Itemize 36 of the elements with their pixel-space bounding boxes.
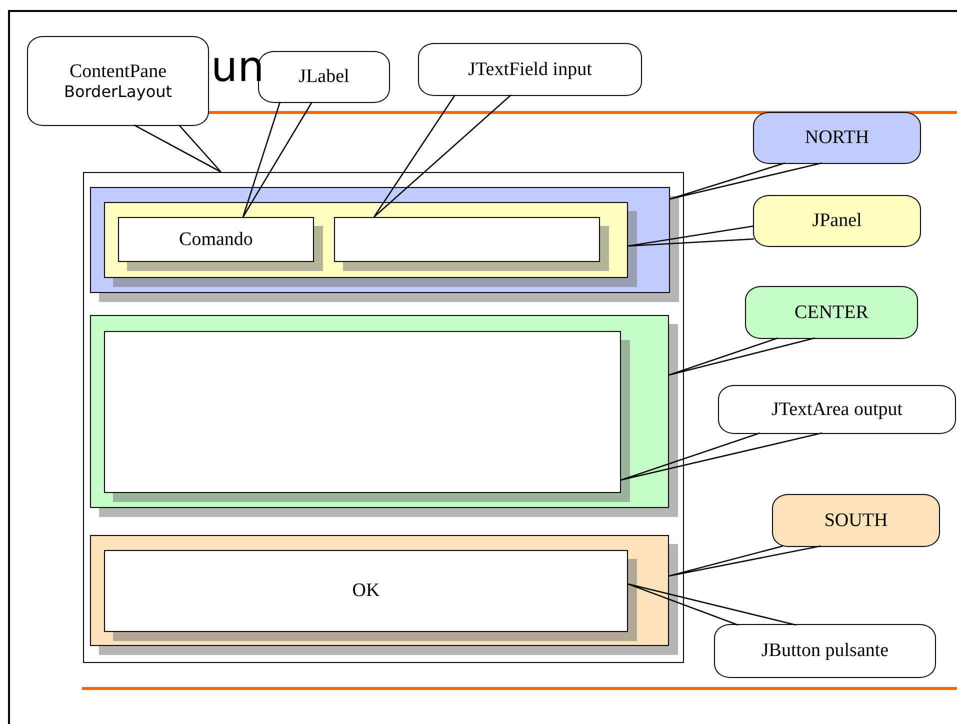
callout-text: JButton pulsante <box>761 640 889 662</box>
callout-text: JLabel <box>298 66 350 88</box>
callout-text: CENTER <box>794 302 868 324</box>
window-frame <box>83 172 684 663</box>
callout-bubble <box>718 385 956 434</box>
callout-bubble <box>745 286 918 339</box>
callout-pointer <box>133 124 222 173</box>
label-field: Comando <box>118 217 314 262</box>
inner-panel <box>104 202 628 278</box>
callout-text: ContentPane <box>69 60 167 83</box>
ok-button: OK <box>104 550 628 632</box>
north-panel <box>90 187 670 293</box>
callout-text: JTextArea output <box>771 398 903 420</box>
callout-bubble <box>772 494 940 547</box>
callout-pointer <box>627 583 797 626</box>
callout-pointer <box>668 337 816 376</box>
callout-bubble <box>418 43 642 96</box>
callout-bubble <box>753 112 921 164</box>
text-field <box>334 217 600 262</box>
callout-pointer <box>242 101 313 218</box>
callout-text: JPanel <box>812 210 862 232</box>
callout-pointer <box>627 225 755 247</box>
callout-pointer <box>668 545 822 577</box>
callout-text: BorderLayout <box>64 82 172 102</box>
callout-bubble <box>753 195 921 247</box>
callout-bubble <box>714 624 936 678</box>
callout-text: JTextField input <box>468 58 592 80</box>
callout-text: SOUTH <box>824 510 888 532</box>
callout-bubble <box>27 36 209 126</box>
callout-pointer <box>373 94 512 218</box>
south-panel <box>90 535 669 646</box>
text-area <box>104 331 621 493</box>
callout-text: NORTH <box>804 127 870 149</box>
callout-pointer <box>669 162 823 200</box>
callout-pointer <box>620 432 823 481</box>
center-panel <box>90 315 669 508</box>
